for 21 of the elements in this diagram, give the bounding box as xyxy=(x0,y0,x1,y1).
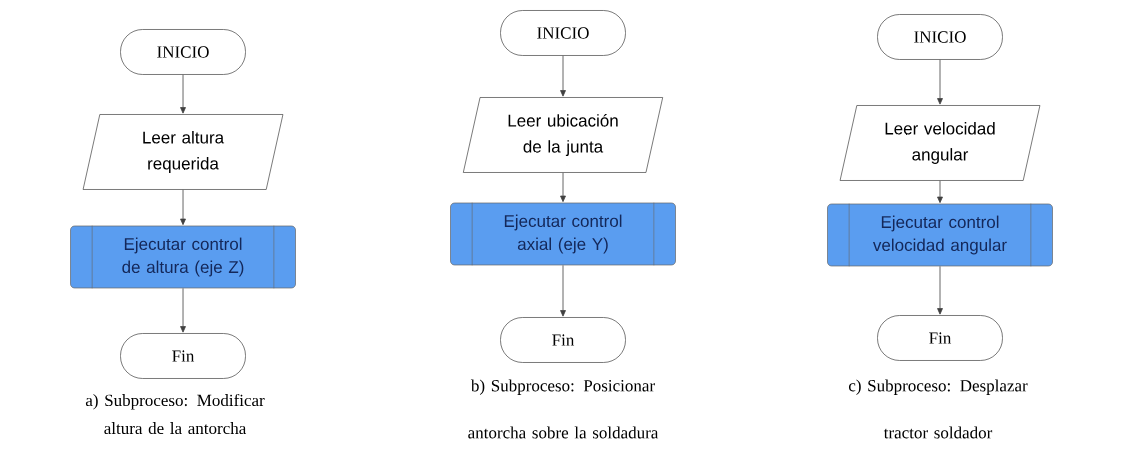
input-parallelogram: Leer ubicación de la junta xyxy=(462,97,664,173)
arrow xyxy=(937,59,943,105)
terminal-box: INICIO xyxy=(877,14,1003,60)
arrow xyxy=(180,189,186,226)
arrow xyxy=(180,287,186,333)
subprocess-box: Ejecutar control axial (eje Y) xyxy=(450,202,676,266)
subprocess-box: Ejecutar control de altura (eje Z) xyxy=(70,225,296,289)
terminal-box: INICIO xyxy=(120,29,246,75)
arrow xyxy=(937,180,943,204)
input-parallelogram: Leer altura requerida xyxy=(82,114,284,190)
terminal-box: INICIO xyxy=(500,10,626,56)
subprocess-box: Ejecutar control velocidad angular xyxy=(827,203,1053,267)
terminal-box: Fin xyxy=(500,317,626,363)
arrow xyxy=(180,74,186,114)
arrow xyxy=(560,172,566,203)
arrow xyxy=(560,55,566,97)
terminal-box: Fin xyxy=(120,333,246,379)
input-parallelogram: Leer velocidad angular xyxy=(839,105,1041,181)
terminal-box: Fin xyxy=(877,315,1003,361)
arrow xyxy=(937,265,943,315)
arrow xyxy=(560,264,566,317)
